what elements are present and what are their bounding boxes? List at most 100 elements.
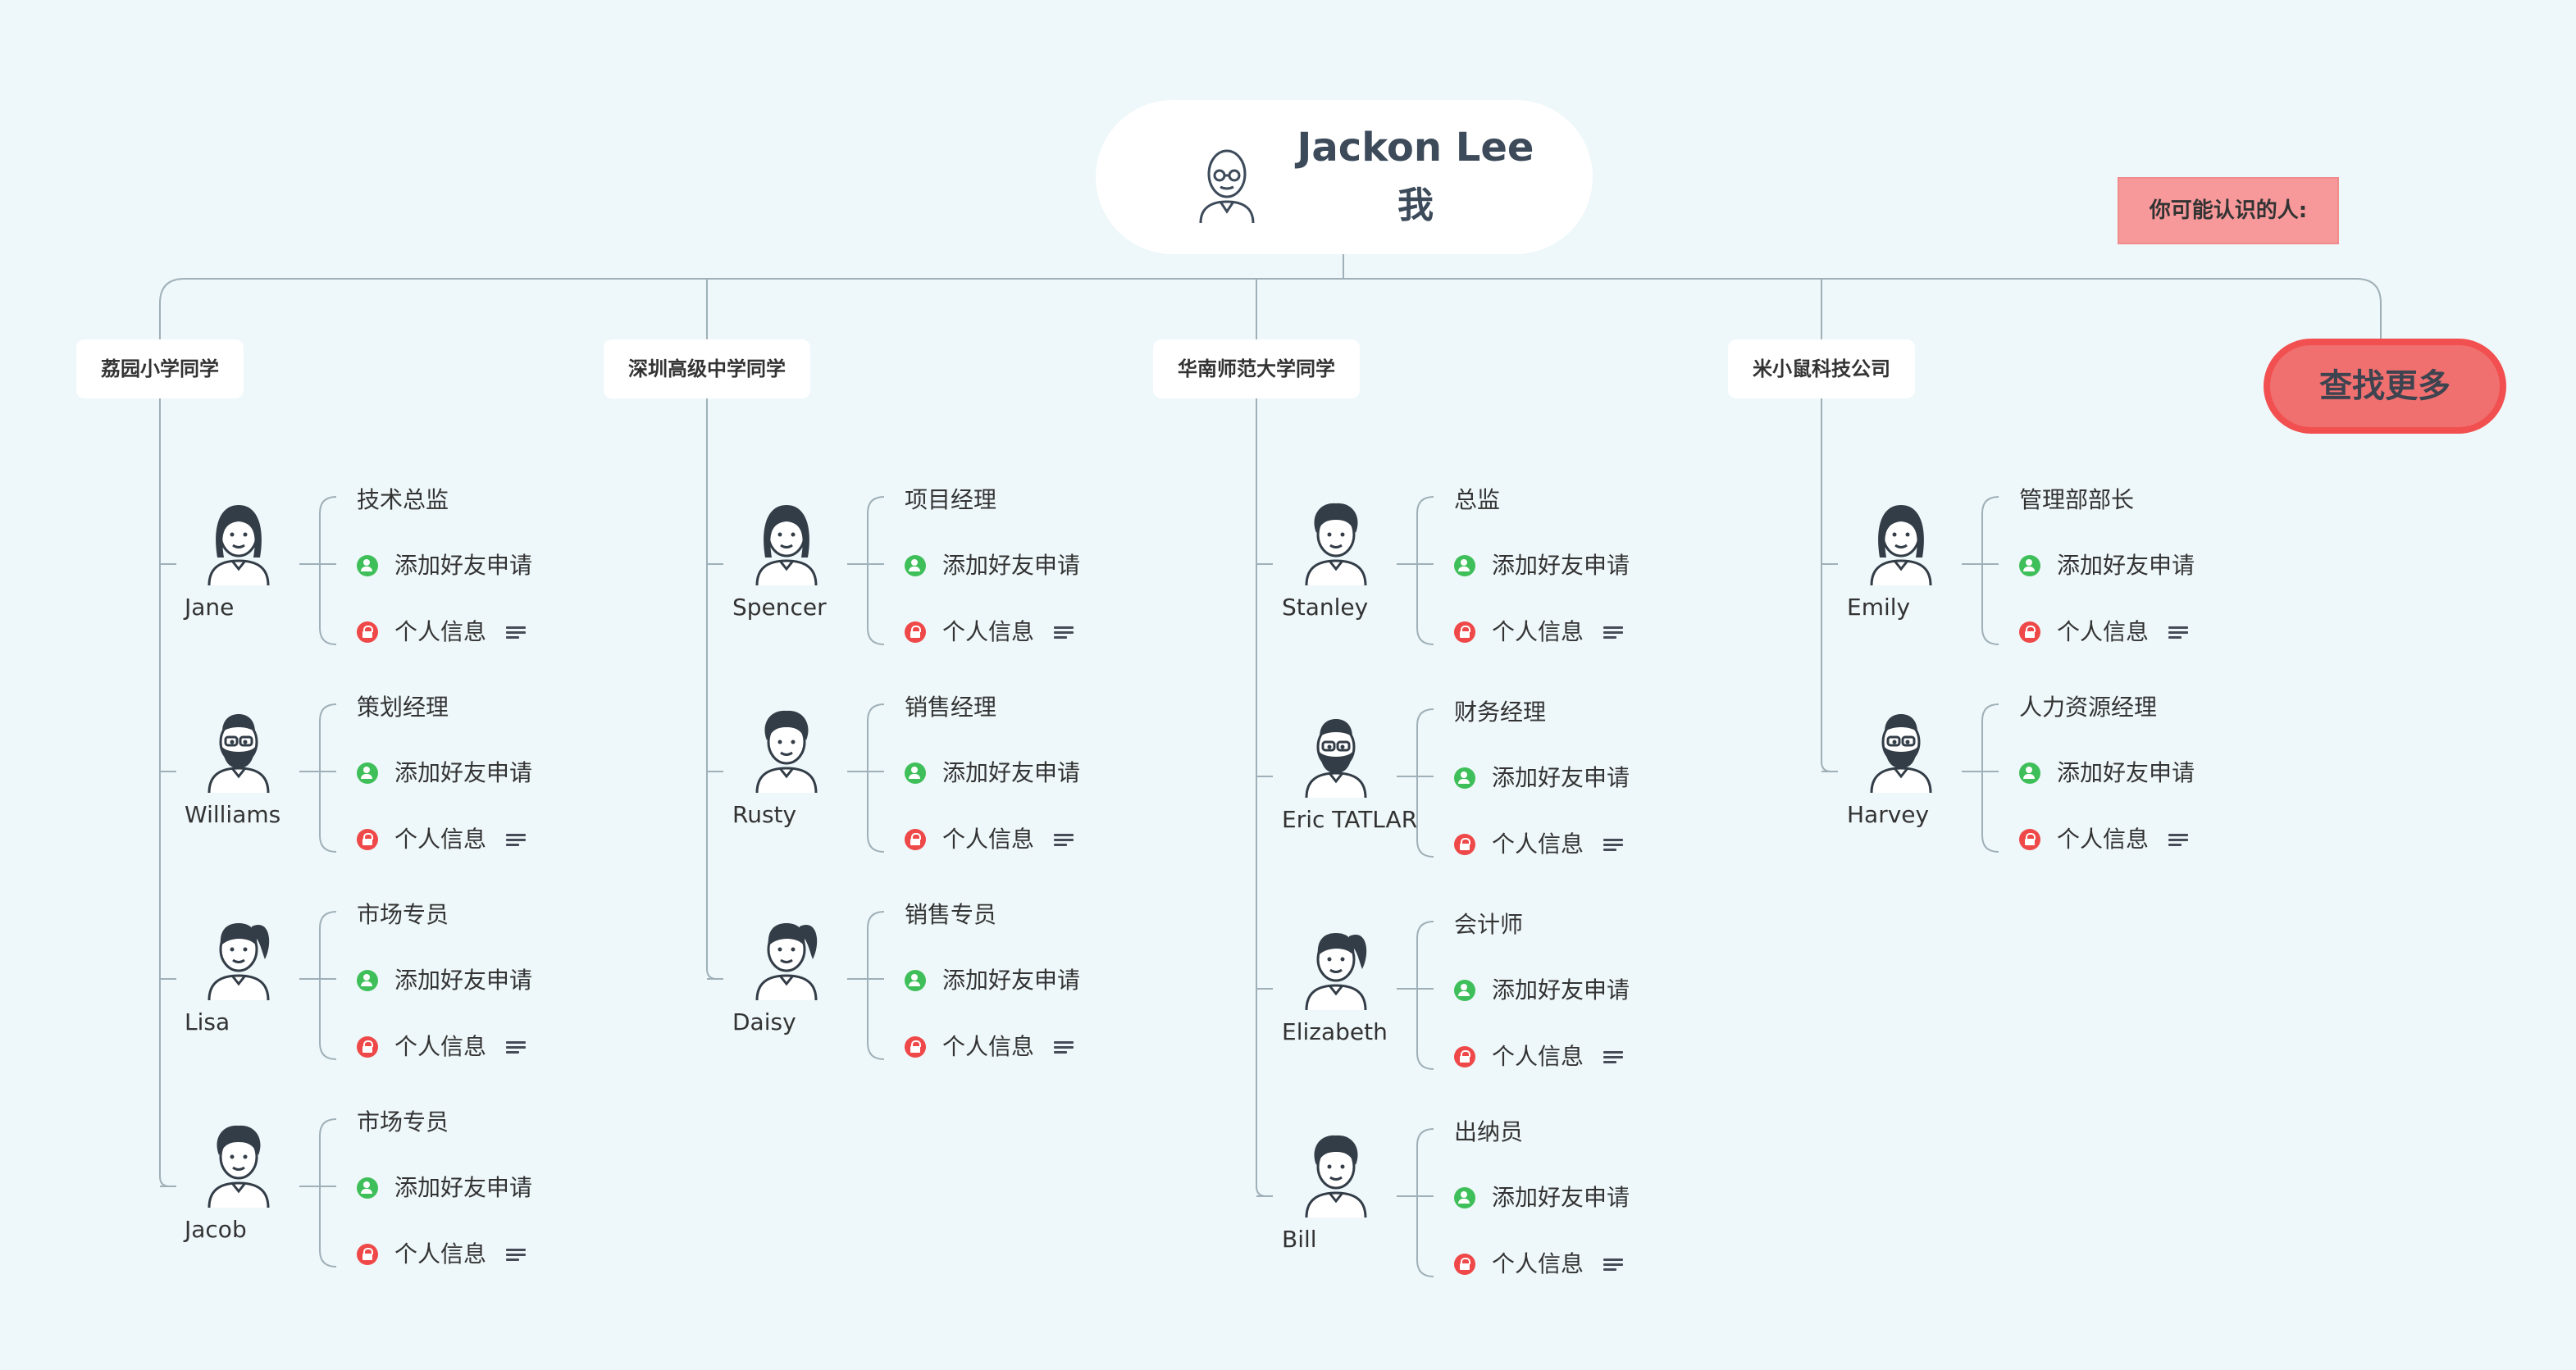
- notes-lines-icon[interactable]: [1054, 626, 1074, 639]
- lock-icon: [2019, 621, 2040, 643]
- notes-lines-icon[interactable]: [1603, 626, 1624, 639]
- add-friend-link[interactable]: 添加好友申请: [905, 963, 1080, 995]
- notes-lines-icon[interactable]: [1054, 1041, 1074, 1054]
- profile-link[interactable]: 个人信息: [357, 822, 527, 854]
- profile-label: 个人信息: [394, 826, 487, 853]
- lock-icon: [1454, 834, 1475, 855]
- profile-label: 个人信息: [2057, 618, 2150, 645]
- profile-link[interactable]: 个人信息: [357, 1236, 527, 1269]
- profile-link[interactable]: 个人信息: [905, 1029, 1074, 1062]
- profile-link[interactable]: 个人信息: [2019, 614, 2189, 647]
- detail-bracket-line: [1416, 1128, 1434, 1277]
- man-curly-hair-avatar-icon: [1305, 1135, 1367, 1218]
- detail-bracket-line: [1416, 708, 1434, 858]
- add-friend-link[interactable]: 添加好友申请: [1454, 1180, 1630, 1213]
- top-bus-line: [159, 278, 2382, 339]
- add-friend-link[interactable]: 添加好友申请: [1454, 548, 1630, 580]
- add-friend-link[interactable]: 添加好友申请: [357, 755, 532, 788]
- notes-lines-icon[interactable]: [506, 1041, 527, 1054]
- add-friend-link[interactable]: 添加好友申请: [905, 548, 1080, 580]
- add-friend-link[interactable]: 添加好友申请: [357, 1170, 532, 1203]
- group-label-2[interactable]: 华南师范大学同学: [1153, 339, 1360, 398]
- notes-lines-icon[interactable]: [1603, 1258, 1624, 1272]
- notes-lines-icon[interactable]: [506, 834, 527, 847]
- profile-label: 个人信息: [942, 826, 1035, 853]
- man-curly-hair-avatar-icon: [207, 1125, 270, 1208]
- person-name: Bill: [1282, 1226, 1317, 1253]
- profile-link[interactable]: 个人信息: [2019, 822, 2189, 854]
- add-friend-label: 添加好友申请: [1492, 764, 1630, 791]
- lock-icon: [2019, 829, 2040, 850]
- notes-lines-icon[interactable]: [2168, 834, 2189, 847]
- detail-bracket-line: [867, 496, 885, 645]
- profile-label: 个人信息: [942, 1033, 1035, 1060]
- person-name: Lisa: [185, 1008, 230, 1035]
- add-friend-label: 添加好友申请: [2057, 759, 2195, 786]
- job-title: 总监: [1454, 486, 1501, 513]
- notes-lines-icon[interactable]: [1603, 839, 1624, 852]
- add-friend-link[interactable]: 添加好友申请: [1454, 760, 1630, 793]
- profile-link[interactable]: 个人信息: [905, 614, 1074, 647]
- lock-icon: [357, 1036, 378, 1058]
- lock-icon: [357, 829, 378, 850]
- person-name: Daisy: [732, 1008, 796, 1035]
- detail-bracket-line: [1416, 921, 1434, 1070]
- notes-lines-icon[interactable]: [1054, 834, 1074, 847]
- profile-link[interactable]: 个人信息: [357, 1029, 527, 1062]
- woman-bob-hair-avatar-icon: [207, 505, 270, 585]
- job-title: 销售专员: [905, 901, 997, 928]
- add-friend-link[interactable]: 添加好友申请: [905, 755, 1080, 788]
- add-friend-link[interactable]: 添加好友申请: [2019, 755, 2195, 788]
- profile-link[interactable]: 个人信息: [1454, 614, 1624, 647]
- profile-link[interactable]: 个人信息: [1454, 826, 1624, 859]
- group-label-3[interactable]: 米小鼠科技公司: [1728, 339, 1915, 398]
- person-card[interactable]: Daisy 销售专员添加好友申请个人信息: [732, 897, 1110, 1086]
- profile-link[interactable]: 个人信息: [1454, 1039, 1624, 1072]
- root-node[interactable]: Jackon Lee 我: [1096, 100, 1593, 254]
- add-friend-label: 添加好友申请: [394, 967, 533, 994]
- group-label-0[interactable]: 荔园小学同学: [76, 339, 244, 398]
- profile-label: 个人信息: [942, 618, 1035, 645]
- person-name: Jane: [185, 594, 235, 621]
- add-friend-link[interactable]: 添加好友申请: [357, 548, 532, 580]
- notes-lines-icon[interactable]: [2168, 626, 2189, 639]
- add-friend-icon: [357, 970, 378, 991]
- profile-label: 个人信息: [2057, 826, 2150, 853]
- person-name: Spencer: [732, 594, 827, 621]
- add-friend-link[interactable]: 添加好友申请: [1454, 972, 1630, 1005]
- add-friend-icon: [2019, 555, 2040, 576]
- job-title: 市场专员: [357, 1108, 449, 1136]
- add-friend-link[interactable]: 添加好友申请: [357, 963, 532, 995]
- notes-lines-icon[interactable]: [506, 626, 527, 639]
- job-title: 财务经理: [1454, 699, 1547, 726]
- detail-bracket-line: [867, 911, 885, 1060]
- person-card[interactable]: Stanley 总监添加好友申请个人信息: [1282, 482, 1659, 671]
- add-friend-icon: [357, 555, 378, 576]
- notes-lines-icon[interactable]: [506, 1249, 527, 1262]
- add-friend-link[interactable]: 添加好友申请: [2019, 548, 2195, 580]
- profile-link[interactable]: 个人信息: [905, 822, 1074, 854]
- detail-bracket-line: [319, 1118, 337, 1268]
- profile-link[interactable]: 个人信息: [357, 614, 527, 647]
- profile-link[interactable]: 个人信息: [1454, 1246, 1624, 1279]
- person-name: Stanley: [1282, 594, 1369, 621]
- group-spine-1: [706, 398, 723, 980]
- notes-lines-icon[interactable]: [1603, 1051, 1624, 1064]
- add-friend-icon: [2019, 762, 2040, 784]
- lock-icon: [1454, 1046, 1475, 1067]
- maybe-know-label: 你可能认识的人:: [2118, 177, 2339, 244]
- job-title: 人力资源经理: [2019, 694, 2158, 721]
- find-more-button[interactable]: 查找更多: [2264, 339, 2506, 434]
- group-label-1[interactable]: 深圳高级中学同学: [604, 339, 810, 398]
